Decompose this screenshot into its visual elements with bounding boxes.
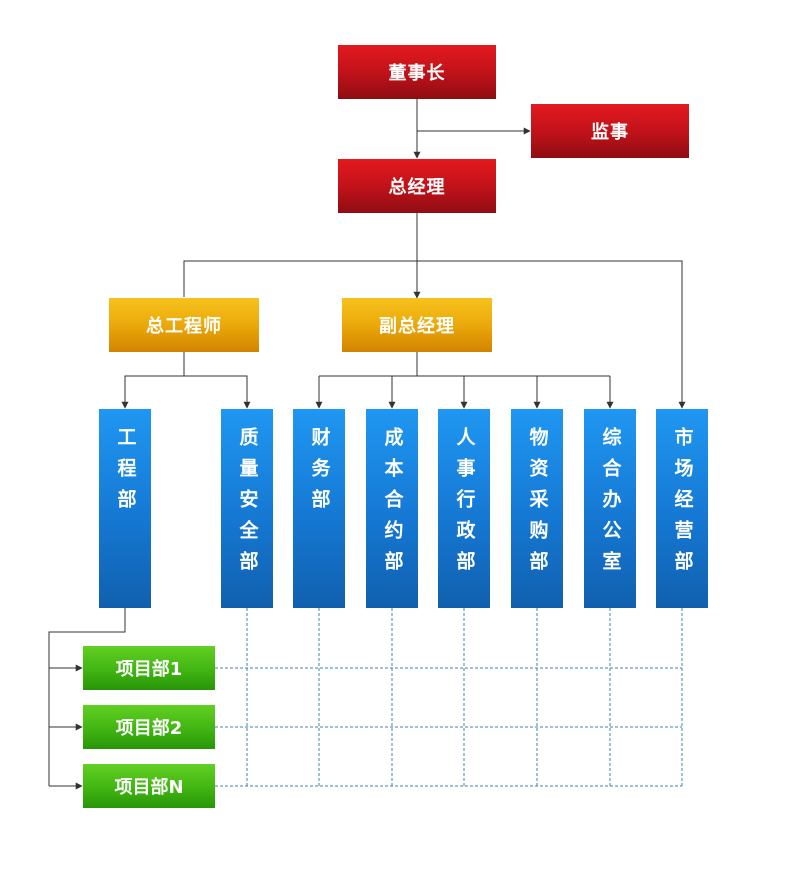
project-n-label: 项目部N xyxy=(114,777,184,798)
dept-marketing-label: 市场经营部 xyxy=(671,427,694,582)
dept-procurement-label: 物资采购部 xyxy=(526,427,549,582)
project-2-label: 项目部2 xyxy=(115,718,183,739)
dept-procurement: 物资采购部 xyxy=(511,409,563,608)
solid-connectors xyxy=(48,99,686,790)
dept-cost-contract-label: 成本合约部 xyxy=(381,427,404,582)
project-1-box: 项目部1 xyxy=(83,646,215,690)
dept-marketing: 市场经营部 xyxy=(656,409,708,608)
dept-quality-safety-label: 质量安全部 xyxy=(236,427,259,582)
dept-engineering-label: 工程部 xyxy=(114,427,137,520)
project-2-box: 项目部2 xyxy=(83,705,215,749)
supervisor-box: 监事 xyxy=(531,104,689,158)
chairman-label: 董事长 xyxy=(388,63,446,84)
chief-engineer-label: 总工程师 xyxy=(146,316,222,337)
deputy-gm-label: 副总经理 xyxy=(379,316,455,337)
dashed-link-grid xyxy=(215,608,683,787)
supervisor-label: 监事 xyxy=(591,122,629,143)
dept-general-office-label: 综合办公室 xyxy=(599,427,622,582)
dept-general-office: 综合办公室 xyxy=(584,409,636,608)
dept-hr-admin-label: 人事行政部 xyxy=(453,427,476,582)
deputy-gm-box: 副总经理 xyxy=(342,298,492,352)
project-n-box: 项目部N xyxy=(83,764,215,808)
project-1-label: 项目部1 xyxy=(115,659,183,680)
dept-finance-label: 财务部 xyxy=(308,427,331,520)
dept-cost-contract: 成本合约部 xyxy=(366,409,418,608)
chairman-box: 董事长 xyxy=(338,45,496,99)
dept-finance: 财务部 xyxy=(293,409,345,608)
general-manager-label: 总经理 xyxy=(388,177,446,198)
dept-quality-safety: 质量安全部 xyxy=(221,409,273,608)
general-manager-box: 总经理 xyxy=(338,159,496,213)
dept-hr-admin: 人事行政部 xyxy=(438,409,490,608)
dept-engineering: 工程部 xyxy=(99,409,151,608)
chief-engineer-box: 总工程师 xyxy=(109,298,259,352)
